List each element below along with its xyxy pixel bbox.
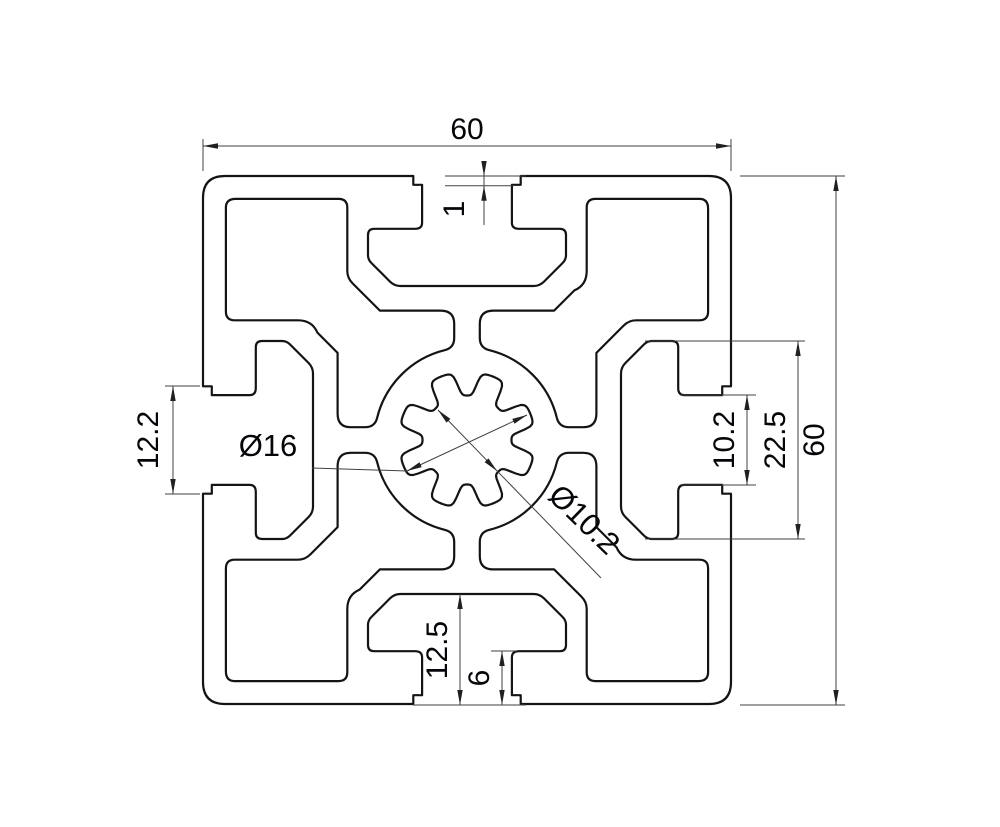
dimension-arrows bbox=[170, 143, 839, 705]
dim-step-depth-top: 1 bbox=[438, 201, 471, 218]
dim-slot-cavity-right: 22.5 bbox=[759, 411, 792, 469]
dim-lip-depth-bottom: 6 bbox=[463, 670, 496, 687]
dim-bore-inner-diameter: Ø10.2 bbox=[542, 478, 627, 562]
dimension-lines bbox=[165, 139, 845, 706]
dim-slot-throat-right: 10.2 bbox=[708, 411, 741, 469]
dim-slot-opening-left: 12.2 bbox=[132, 411, 165, 469]
dim-width-top: 60 bbox=[450, 113, 483, 146]
corner-cavity-outlines bbox=[224, 197, 710, 683]
dim-bore-outer-diameter: Ø16 bbox=[239, 428, 298, 463]
dim-height-right: 60 bbox=[798, 423, 831, 456]
dim-slot-depth-bottom: 12.5 bbox=[421, 621, 454, 679]
center-spline-bore bbox=[400, 373, 534, 507]
profile-outer-outline bbox=[201, 174, 733, 706]
